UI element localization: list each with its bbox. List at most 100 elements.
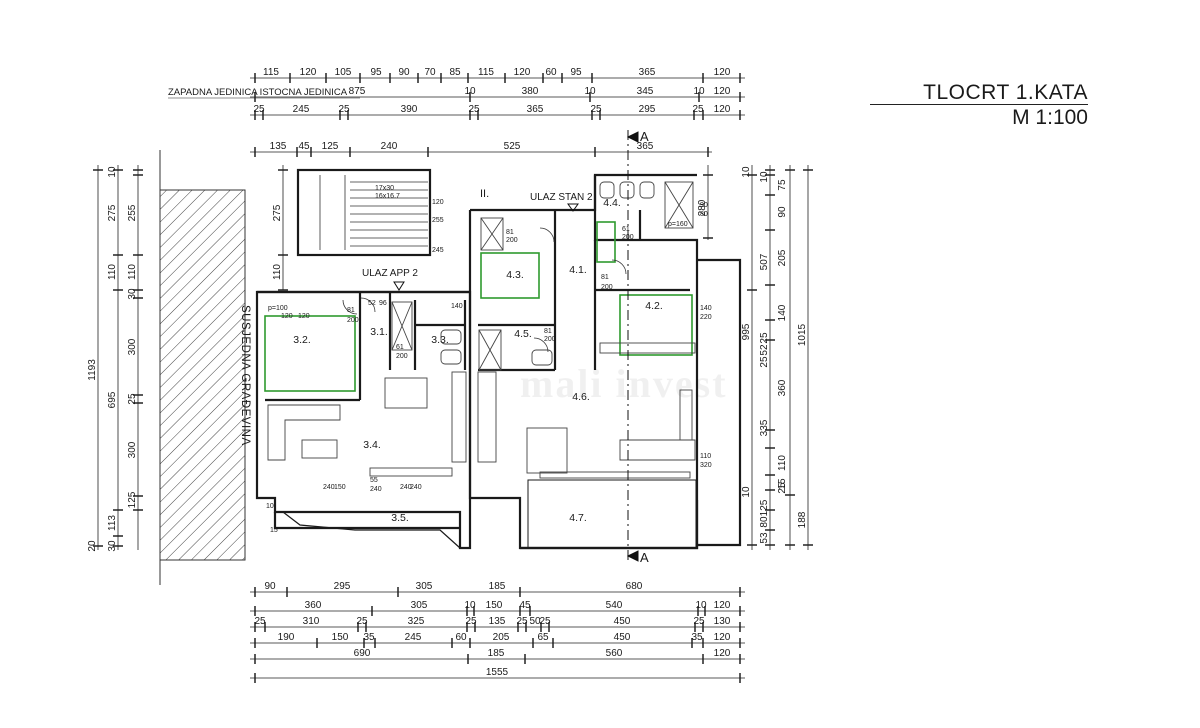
dim-bot-total: 1555 [486, 667, 509, 678]
dim-bot-r5-2: 560 [606, 648, 623, 659]
dim-bot-r2-4: 45 [519, 600, 531, 611]
dim-bot-r2-1: 305 [411, 600, 428, 611]
dim-right-m5: 10 [741, 486, 752, 498]
dim-bot-r3-5: 135 [489, 616, 506, 627]
dim-right-m1: 52 [759, 344, 770, 356]
svg-text:81: 81 [506, 229, 514, 236]
label-stair: II. [480, 188, 489, 200]
svg-text:150: 150 [334, 484, 346, 491]
dim-left-b4: 25 [127, 393, 138, 405]
fixtures [267, 181, 696, 479]
dim-top-r2-4: 345 [637, 86, 654, 97]
dim-top-r1-9: 60 [545, 67, 557, 78]
dim-right-b7: 15 [777, 478, 788, 490]
dim-right-b5: 335 [759, 419, 770, 436]
dim-left-b7: 20 [87, 540, 98, 552]
dim-top-r1-7: 115 [478, 67, 494, 78]
svg-text:96: 96 [379, 300, 387, 307]
dim-top-r1-1: 120 [300, 67, 317, 78]
dim-left-a2: 110 [107, 264, 118, 280]
watermark: mali invest [520, 361, 728, 406]
dim-lines-right [707, 165, 809, 550]
label-entrance-stan2: ULAZ STAN 2 [530, 192, 593, 203]
dim-lines-bottom [250, 591, 745, 679]
dim-bot-r4-3: 245 [405, 632, 422, 643]
beds [264, 221, 693, 392]
dim-right-b9: 80 [759, 516, 770, 528]
dim-left-b2: 30 [127, 288, 138, 300]
room-4-6: 4.6. [572, 391, 590, 403]
svg-text:p=100: p=100 [268, 305, 288, 312]
dim-top-r3-3: 390 [401, 104, 418, 115]
dim-top-r1-10: 95 [570, 67, 582, 78]
dim-bot-r5-1: 185 [488, 648, 505, 659]
title-underline [870, 104, 1088, 105]
dim-right-b8: 125 [759, 499, 770, 516]
dim-bot-r3-1: 310 [303, 616, 320, 627]
room-3-1: 3.1. [370, 326, 388, 338]
dim-bot-r3-6: 25 [516, 616, 528, 627]
svg-text:200: 200 [622, 234, 634, 241]
dim-bot-r4-5: 205 [493, 632, 510, 643]
entrance-app2-arrow [393, 281, 405, 291]
dim-top-r3-4: 25 [468, 104, 480, 115]
dim-bot-r3-10: 25 [693, 616, 705, 627]
dim-bot-r3-8: 25 [539, 616, 551, 627]
entrance-stan2-arrow [567, 203, 579, 212]
dim-top-r4-5: 365 [637, 141, 654, 152]
dim-top-r1-6: 85 [449, 67, 461, 78]
dim-bot-r3-3: 325 [408, 616, 425, 627]
dim-lines-top [250, 77, 745, 153]
room-4-7: 4.7. [569, 512, 587, 524]
label-neighbour: SUSJEDNA GRAĐEVINA [239, 305, 251, 446]
dim-top-r2-5: 10 [693, 86, 705, 97]
svg-text:200: 200 [544, 336, 556, 343]
dim-left-a5: 113 [107, 515, 118, 531]
section-markers [626, 130, 639, 562]
shower-4-1 [596, 221, 616, 263]
svg-text:240: 240 [323, 484, 335, 491]
dim-top-r2-0: 875 [349, 86, 366, 97]
dim-top-r3-1: 245 [293, 104, 310, 115]
dim-right-outer: 1015 [797, 323, 808, 346]
dim-top-r2-2: 380 [522, 86, 539, 97]
dim-right-m4: 10 [759, 171, 770, 183]
label-entrance-app2: ULAZ APP 2 [362, 268, 418, 279]
dim-left-i0: 275 [272, 204, 283, 221]
dim-left-outer: 1193 [87, 359, 98, 381]
svg-text:81: 81 [601, 274, 609, 281]
svg-text:200: 200 [506, 237, 518, 244]
interior-dims: p=100 120 120 81 200 52 96 61 200 140 81… [266, 199, 712, 534]
svg-text:61: 61 [396, 344, 404, 351]
dim-top-r3-8: 25 [692, 104, 704, 115]
dim-right-b6: 110 [777, 455, 788, 471]
dim-bot-r2-3: 150 [486, 600, 503, 611]
dim-bot-r4-6: 65 [537, 632, 549, 643]
dim-top-r4-0: 135 [270, 141, 287, 152]
section-a-bottom: A [640, 550, 649, 565]
dim-bot-r1-4: 680 [626, 581, 643, 592]
stair-treads [319, 175, 428, 250]
dim-left-b6: 125 [127, 491, 138, 508]
svg-text:81: 81 [347, 307, 355, 314]
dim-bot-r4-0: 190 [278, 632, 295, 643]
svg-text:10: 10 [266, 503, 274, 510]
svg-text:240: 240 [410, 484, 422, 491]
dim-top-r2-1: 10 [464, 86, 476, 97]
svg-text:81: 81 [544, 328, 552, 335]
dim-left-b0: 255 [127, 204, 138, 221]
dim-bot-r3-0: 25 [254, 616, 266, 627]
dim-text-bottom: 90 295 305 185 680 360 305 10 150 45 540… [254, 581, 730, 678]
dim-top-r1-11: 365 [639, 67, 656, 78]
dim-top-r1-12: 120 [714, 67, 731, 78]
svg-text:55: 55 [370, 477, 378, 484]
dim-left-i1: 110 [272, 264, 283, 280]
dim-right-a0: 10 [741, 166, 752, 178]
room-4-4: 4.4. [603, 197, 621, 209]
title-block: TLOCRT 1.KATA M 1:100 [923, 80, 1088, 130]
dim-top-r3-2: 25 [338, 104, 350, 115]
svg-text:200: 200 [347, 317, 359, 324]
dim-right-m3: 25 [777, 482, 788, 494]
dim-right-b2: 205 [777, 249, 788, 266]
svg-text:245: 245 [432, 247, 444, 254]
